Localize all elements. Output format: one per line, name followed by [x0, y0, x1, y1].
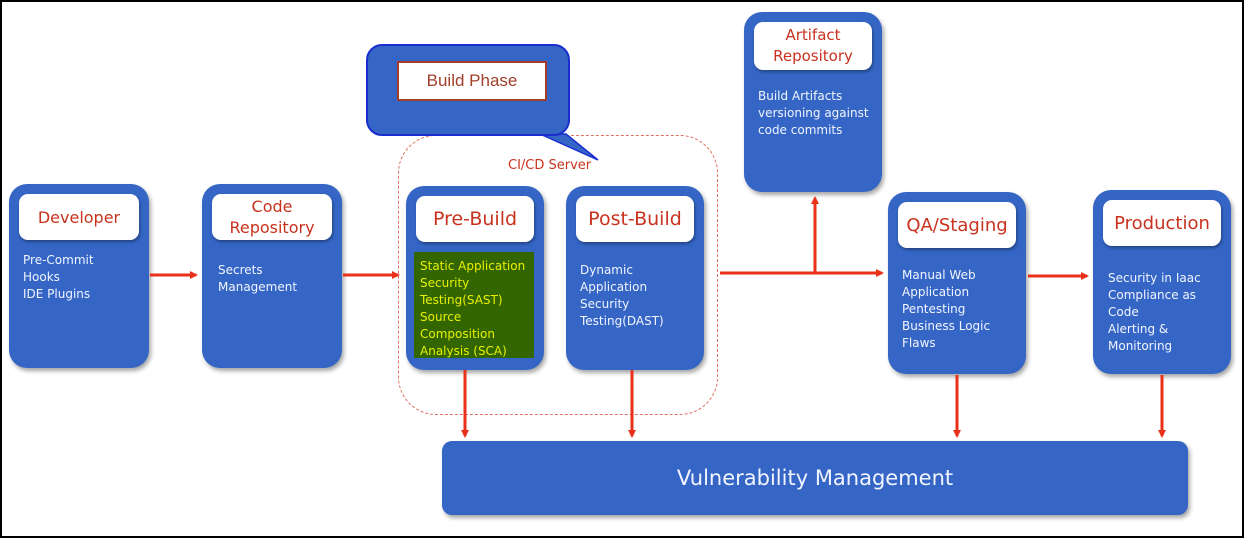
list-item: code commits: [758, 123, 843, 137]
node-production: Production Security in Iaac Compliance a…: [1093, 190, 1231, 374]
node-vulnerability-management: Vulnerability Management: [442, 441, 1188, 515]
list-item: versioning against: [758, 106, 869, 120]
list-item: Pre-Commit: [23, 253, 94, 267]
node-artifact-repository-body: Build Artifacts versioning against code …: [758, 88, 874, 139]
list-item: Management: [218, 280, 298, 294]
list-item: Static Application: [420, 259, 526, 273]
list-item: Security: [420, 276, 470, 290]
list-item: Build Artifacts: [758, 89, 843, 103]
list-item: Dynamic: [580, 263, 633, 277]
list-item: Composition: [420, 327, 495, 341]
list-item: Source: [420, 310, 462, 324]
node-qa-staging: QA/Staging Manual Web Application Pentes…: [888, 192, 1026, 374]
list-item: Testing(SAST): [420, 293, 503, 307]
list-item: Compliance as: [1108, 288, 1197, 302]
list-item: Analysis (SCA): [420, 344, 507, 358]
list-item: Business Logic: [902, 319, 991, 333]
list-item: Security: [580, 297, 630, 311]
node-code-repository: Code Repository Secrets Management: [202, 184, 342, 368]
node-qa-staging-body: Manual Web Application Pentesting Busine…: [902, 267, 1018, 352]
title-line: Repository: [773, 47, 853, 65]
list-item: Secrets: [218, 263, 263, 277]
list-item: Testing(DAST): [580, 314, 664, 328]
node-pre-build-title: Pre-Build: [416, 196, 534, 242]
node-qa-staging-title: QA/Staging: [898, 202, 1016, 248]
node-developer: Developer Pre-Commit Hooks IDE Plugins: [9, 184, 149, 368]
list-item: IDE Plugins: [23, 287, 91, 301]
list-item: Flaws: [902, 336, 936, 350]
node-code-repository-title: Code Repository: [212, 194, 332, 240]
list-item: Code: [1108, 305, 1139, 319]
node-post-build: Post-Build Dynamic Application Security …: [566, 186, 704, 370]
cicd-server-label: CI/CD Server: [508, 158, 592, 173]
node-developer-title: Developer: [19, 194, 139, 240]
node-production-body: Security in Iaac Compliance as Code Aler…: [1108, 270, 1223, 355]
title-line: Code: [251, 197, 293, 216]
list-item: Hooks: [23, 270, 60, 284]
node-developer-body: Pre-Commit Hooks IDE Plugins: [23, 252, 141, 303]
node-vulnerability-management-title: Vulnerability Management: [676, 466, 954, 490]
node-post-build-body: Dynamic Application Security Testing(DAS…: [580, 262, 696, 330]
title-line: Artifact: [785, 26, 841, 44]
node-pre-build: Pre-Build Static Application Security Te…: [406, 186, 544, 370]
build-phase-label: Build Phase: [397, 61, 547, 101]
sast-sca-highlight: Static Application Security Testing(SAST…: [414, 252, 534, 358]
list-item: Pentesting: [902, 302, 966, 316]
node-code-repository-body: Secrets Management: [218, 262, 334, 296]
node-artifact-repository: Artifact Repository Build Artifacts vers…: [744, 12, 882, 192]
list-item: Alerting &: [1108, 322, 1169, 336]
list-item: Application: [902, 285, 970, 299]
list-item: Security in Iaac: [1108, 271, 1201, 285]
list-item: Manual Web: [902, 268, 976, 282]
title-line: Repository: [229, 218, 315, 237]
list-item: Application: [580, 280, 648, 294]
node-artifact-repository-title: Artifact Repository: [754, 22, 872, 70]
node-production-title: Production: [1103, 200, 1221, 246]
list-item: Monitoring: [1108, 339, 1173, 353]
node-post-build-title: Post-Build: [576, 196, 694, 242]
